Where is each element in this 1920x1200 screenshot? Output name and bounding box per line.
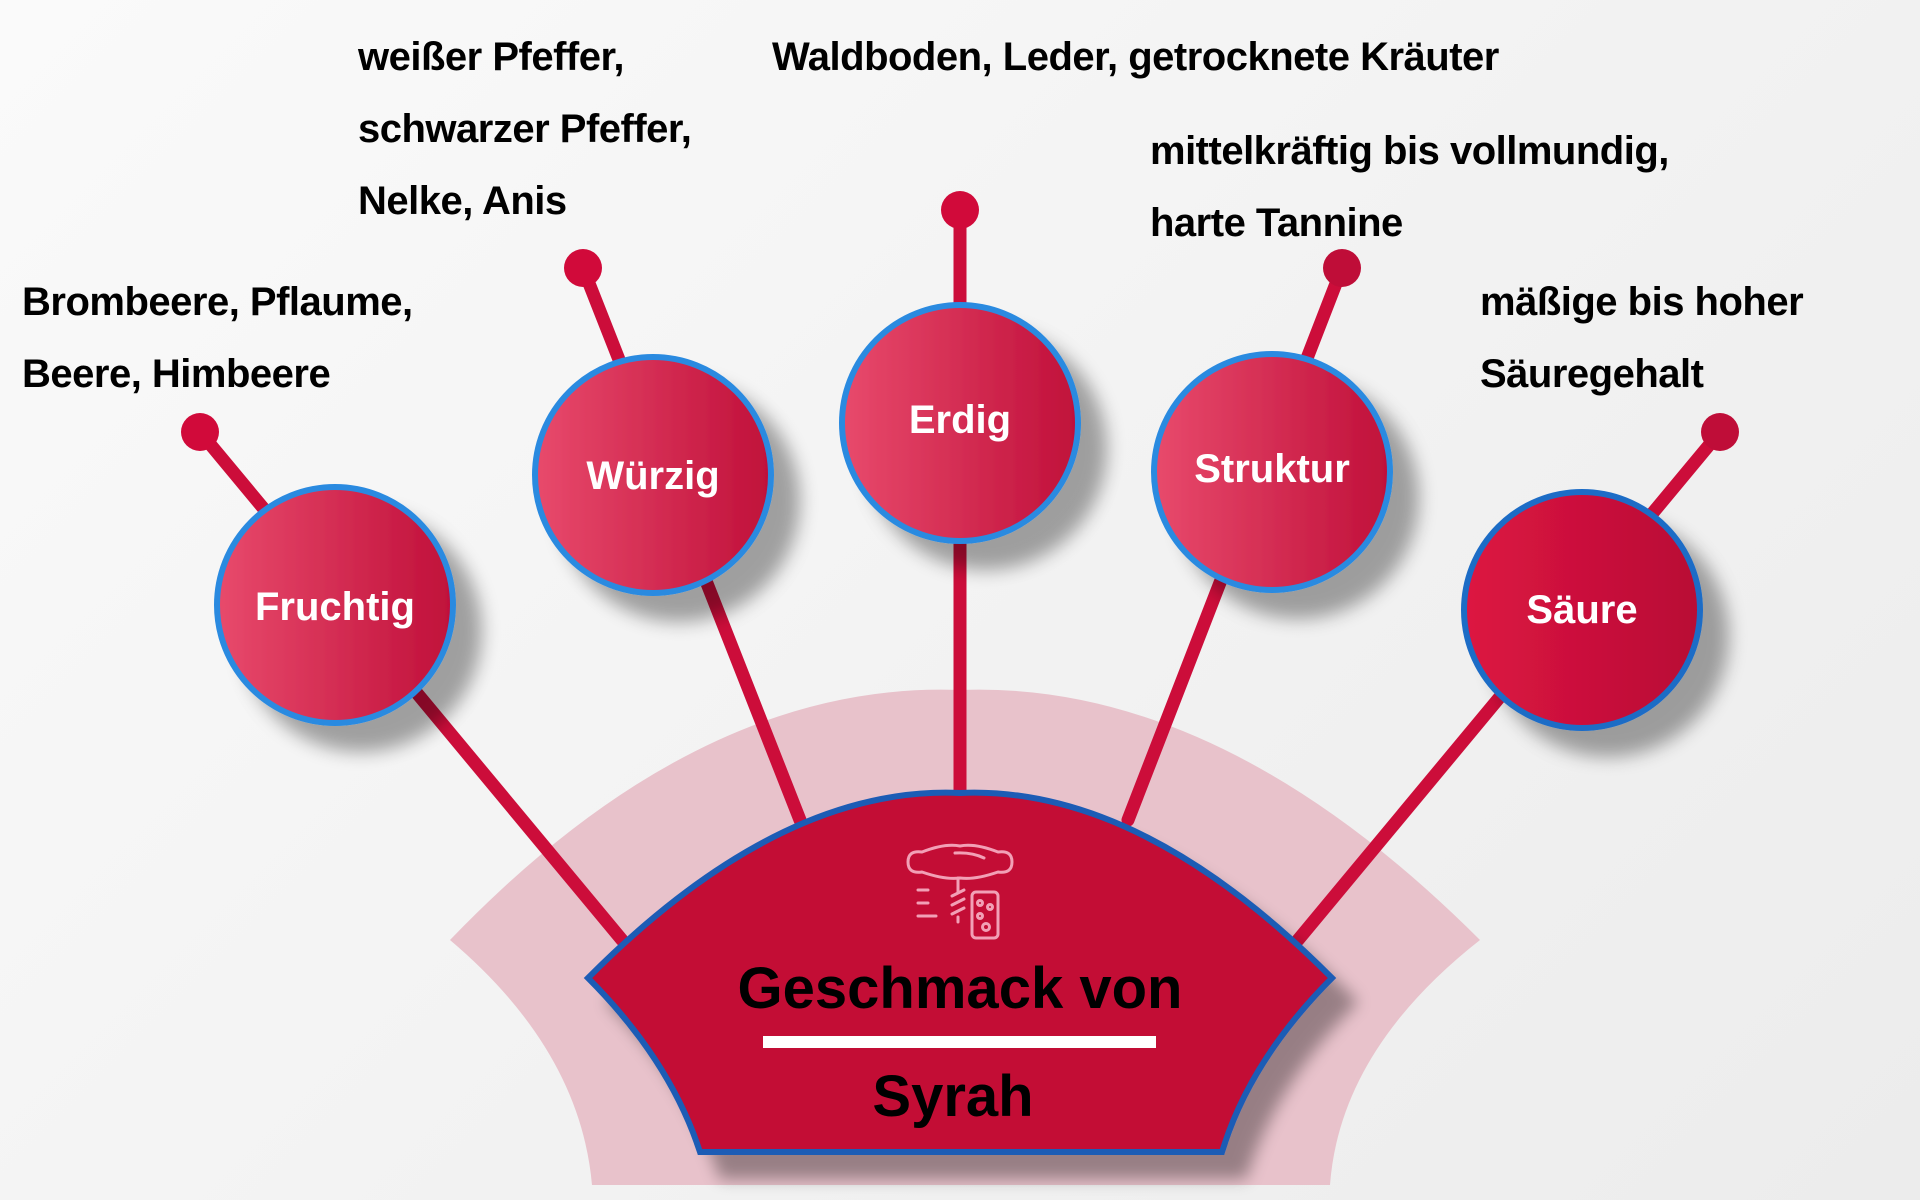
endpoint-dot-wuerzig [564,249,602,287]
corkscrew-wine-glass-icon [906,843,1014,940]
description-line: mäßige bis hoher [1480,280,1804,324]
endpoint-dot-saeure [1701,413,1739,451]
description-line: Säuregehalt [1480,352,1704,396]
endpoint-dot-struktur [1323,249,1361,287]
node-label: Struktur [1194,447,1350,491]
node-label: Säure [1526,588,1637,632]
description-line: Nelke, Anis [358,179,567,223]
node-erdig: Erdig [839,302,1081,544]
description-fruchtig: Brombeere, Pflaume, Beere, Himbeere [22,266,413,410]
node-label: Würzig [586,454,719,498]
node-struktur: Struktur [1151,351,1393,593]
node-wuerzig: Würzig [532,354,774,596]
description-struktur: mittelkräftig bis vollmundig, harte Tann… [1150,115,1669,259]
node-saeure: Säure [1461,489,1703,731]
description-line: mittelkräftig bis vollmundig, [1150,129,1669,173]
node-label: Erdig [909,398,1011,442]
center-title-line2: Syrah [872,1064,1033,1129]
title-divider [763,1036,1156,1048]
center-title-line1: Geschmack von [738,956,1183,1021]
description-line: weißer Pfeffer, [358,35,624,79]
connector-end-dots [181,191,1739,451]
description-erdig: Waldboden, Leder, getrocknete Kräuter [772,21,1499,93]
node-label: Fruchtig [255,585,415,629]
description-saeure: mäßige bis hoher Säuregehalt [1480,266,1804,410]
description-line: schwarzer Pfeffer, [358,107,692,151]
description-line: Brombeere, Pflaume, [22,280,413,324]
center-panel [583,789,1337,1155]
node-fruchtig: Fruchtig [214,484,456,726]
description-line: Waldboden, Leder, getrocknete Kräuter [772,35,1499,79]
endpoint-dot-fruchtig [181,413,219,451]
description-line: harte Tannine [1150,201,1403,245]
endpoint-dot-erdig [941,191,979,229]
description-line: Beere, Himbeere [22,352,331,396]
description-wuerzig: weißer Pfeffer, schwarzer Pfeffer, Nelke… [358,21,692,237]
